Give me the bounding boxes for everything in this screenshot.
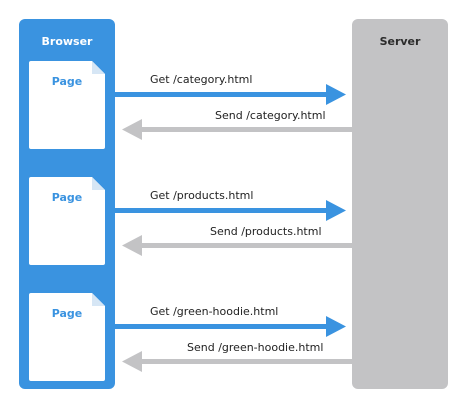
request-label-1: Get /category.html — [150, 73, 253, 86]
page-document-3: Page — [29, 293, 105, 381]
response-arrow-2 — [122, 235, 354, 256]
server-title: Server — [379, 35, 421, 48]
request-arrow-1 — [112, 84, 346, 105]
browser-title: Browser — [41, 35, 93, 48]
response-arrow-1 — [122, 119, 354, 140]
request-arrow-2 — [112, 200, 346, 221]
page-document-2: Page — [29, 177, 105, 265]
server-panel: Server — [352, 19, 448, 389]
response-label-2: Send /products.html — [210, 225, 322, 238]
page-label: Page — [51, 191, 83, 204]
request-arrow-3 — [112, 316, 346, 337]
page-icon — [29, 293, 105, 381]
page-document-1: Page — [29, 61, 105, 149]
request-label-2: Get /products.html — [150, 189, 254, 202]
page-label: Page — [51, 75, 83, 88]
response-label-3: Send /green-hoodie.html — [187, 341, 324, 354]
page-icon — [29, 61, 105, 149]
page-icon — [29, 177, 105, 265]
response-label-1: Send /category.html — [215, 109, 326, 122]
request-label-3: Get /green-hoodie.html — [150, 305, 279, 318]
page-label: Page — [51, 307, 83, 320]
response-arrow-3 — [122, 351, 354, 372]
